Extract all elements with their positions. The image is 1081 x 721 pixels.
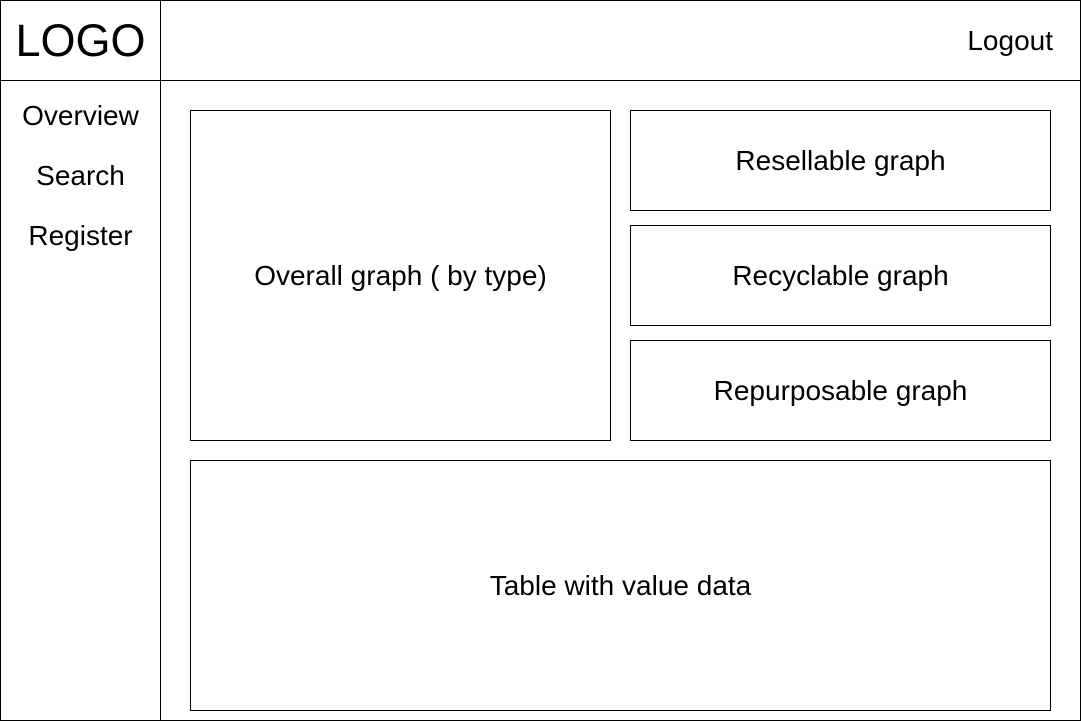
header-bar: Logout <box>160 0 1081 81</box>
sidebar-item-search[interactable]: Search <box>36 160 125 191</box>
value-table-label: Table with value data <box>489 569 752 601</box>
resellable-graph-label: Resellable graph <box>735 144 946 176</box>
overall-graph-label: Overall graph ( by type) <box>254 259 547 291</box>
repurposable-graph-panel: Repurposable graph <box>630 340 1051 441</box>
sidebar-item-overview[interactable]: Overview <box>22 100 139 131</box>
recyclable-graph-label: Recyclable graph <box>732 259 949 291</box>
resellable-graph-panel: Resellable graph <box>630 110 1051 211</box>
logout-link[interactable]: Logout <box>967 24 1053 56</box>
recyclable-graph-panel: Recyclable graph <box>630 225 1051 326</box>
sidebar-item-register[interactable]: Register <box>28 220 133 251</box>
repurposable-graph-label: Repurposable graph <box>713 374 968 406</box>
logo[interactable]: LOGO <box>0 0 161 81</box>
overall-graph-panel: Overall graph ( by type) <box>190 110 611 441</box>
value-table-panel: Table with value data <box>190 460 1051 711</box>
logo-text: LOGO <box>15 14 146 66</box>
sidebar: Overview Search Register <box>0 80 161 721</box>
